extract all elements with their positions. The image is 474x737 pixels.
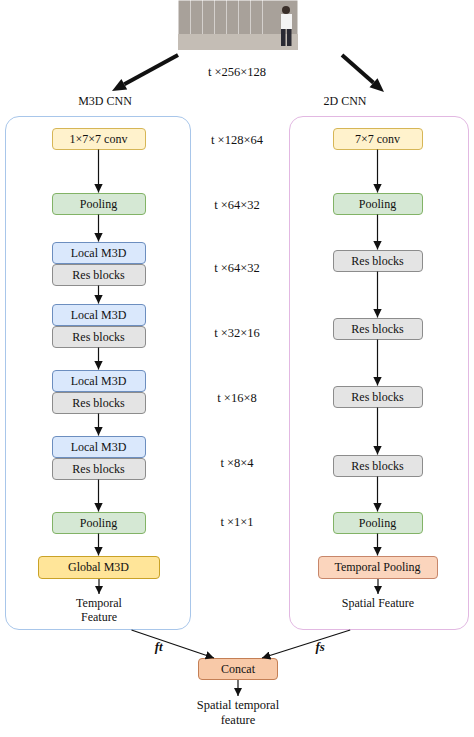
pooling-layer: Pooling bbox=[52, 193, 146, 215]
arrow-connector bbox=[98, 534, 99, 556]
arrow-connector bbox=[98, 480, 99, 512]
output-label: Spatial temporal feature bbox=[186, 698, 290, 728]
network-panel: M3D CNNTemporal Feature1×7×7 convPooling… bbox=[5, 116, 191, 630]
local-m3d-layer: Local M3D bbox=[52, 304, 146, 326]
arrow-connector bbox=[377, 340, 378, 386]
box-label: Res blocks bbox=[72, 268, 124, 282]
box-label: Res blocks bbox=[351, 322, 403, 336]
conv-layer: 7×7 conv bbox=[333, 128, 423, 150]
video-frame bbox=[190, 0, 226, 50]
edge-label: fs bbox=[305, 639, 335, 655]
arrow-connector bbox=[98, 348, 99, 370]
video-frame bbox=[202, 0, 238, 50]
temporal-pooling-layer: Temporal Pooling bbox=[318, 556, 438, 579]
dimension-label: t ×1×1 bbox=[192, 515, 282, 530]
box-label: Pooling bbox=[80, 516, 117, 530]
panel-heading: 2D CNN bbox=[305, 94, 385, 108]
box-label: Local M3D bbox=[71, 246, 127, 260]
box-label: Pooling bbox=[359, 197, 396, 211]
box-label: Global M3D bbox=[68, 560, 129, 574]
video-frame bbox=[262, 0, 298, 50]
arrow-connector bbox=[377, 215, 378, 250]
arrow-connector bbox=[377, 408, 378, 455]
res-blocks: Res blocks bbox=[333, 250, 423, 272]
box-label: Concat bbox=[221, 662, 255, 676]
arrow-connector bbox=[377, 534, 378, 556]
arrow-connector bbox=[98, 215, 99, 242]
output-arrow bbox=[237, 680, 238, 696]
input-arrow bbox=[124, 55, 178, 84]
dimension-label: t ×16×8 bbox=[192, 391, 282, 406]
concat-box: Concat bbox=[198, 658, 278, 680]
box-label: Res blocks bbox=[72, 462, 124, 476]
dimension-label: t ×64×32 bbox=[192, 198, 282, 213]
feature-arrow bbox=[98, 579, 99, 594]
res-blocks: Res blocks bbox=[52, 326, 146, 348]
input-arrow-head bbox=[112, 79, 127, 91]
box-label: Local M3D bbox=[71, 308, 127, 322]
feature-arrow bbox=[377, 579, 378, 594]
network-panel: 2D CNNSpatial Feature7×7 convPoolingRes … bbox=[289, 116, 469, 630]
input-arrow bbox=[342, 55, 374, 83]
box-label: 1×7×7 conv bbox=[70, 132, 128, 146]
box-label: Res blocks bbox=[72, 330, 124, 344]
box-label: Local M3D bbox=[71, 374, 127, 388]
pooling-layer: Pooling bbox=[52, 512, 146, 534]
pooling-layer: Pooling bbox=[333, 512, 423, 534]
local-m3d-layer: Local M3D bbox=[52, 242, 146, 264]
local-m3d-layer: Local M3D bbox=[52, 370, 146, 392]
conv-layer: 1×7×7 conv bbox=[52, 128, 146, 150]
video-frame bbox=[178, 0, 214, 50]
res-blocks: Res blocks bbox=[52, 458, 146, 480]
video-frame bbox=[214, 0, 250, 50]
arrow-connector bbox=[98, 286, 99, 304]
res-blocks: Res blocks bbox=[333, 386, 423, 408]
arrow-connector bbox=[98, 150, 99, 193]
edge-label: ft bbox=[144, 639, 174, 655]
arrow-connector bbox=[131, 630, 214, 658]
box-label: Res blocks bbox=[351, 254, 403, 268]
dimension-label: t ×8×4 bbox=[192, 456, 282, 471]
box-label: Local M3D bbox=[71, 440, 127, 454]
arrow-connector bbox=[377, 272, 378, 318]
video-frame bbox=[250, 0, 286, 50]
pooling-layer: Pooling bbox=[333, 193, 423, 215]
input-arrow-head bbox=[370, 78, 385, 92]
res-blocks: Res blocks bbox=[333, 455, 423, 477]
video-frame bbox=[238, 0, 274, 50]
arrow-connector bbox=[98, 414, 99, 436]
res-blocks: Res blocks bbox=[52, 264, 146, 286]
global-m3d-layer: Global M3D bbox=[38, 556, 160, 579]
box-label: 7×7 conv bbox=[355, 132, 400, 146]
box-label: Pooling bbox=[80, 197, 117, 211]
arrow-connector bbox=[377, 150, 378, 193]
video-frame bbox=[226, 0, 262, 50]
res-blocks: Res blocks bbox=[333, 318, 423, 340]
dimension-label: t ×64×32 bbox=[192, 261, 282, 276]
box-label: Res blocks bbox=[351, 459, 403, 473]
res-blocks: Res blocks bbox=[52, 392, 146, 414]
box-label: Temporal Pooling bbox=[334, 560, 420, 574]
box-label: Res blocks bbox=[72, 396, 124, 410]
dimension-label: t ×256×128 bbox=[187, 65, 287, 80]
local-m3d-layer: Local M3D bbox=[52, 436, 146, 458]
feature-label: Temporal Feature bbox=[59, 596, 139, 624]
box-label: Res blocks bbox=[351, 390, 403, 404]
dimension-label: t ×32×16 bbox=[192, 326, 282, 341]
arrow-connector bbox=[262, 630, 350, 658]
panel-heading: M3D CNN bbox=[58, 94, 152, 108]
arrow-connector bbox=[377, 477, 378, 512]
dimension-label: t ×128×64 bbox=[192, 133, 282, 148]
box-label: Pooling bbox=[359, 516, 396, 530]
feature-label: Spatial Feature bbox=[338, 596, 418, 610]
